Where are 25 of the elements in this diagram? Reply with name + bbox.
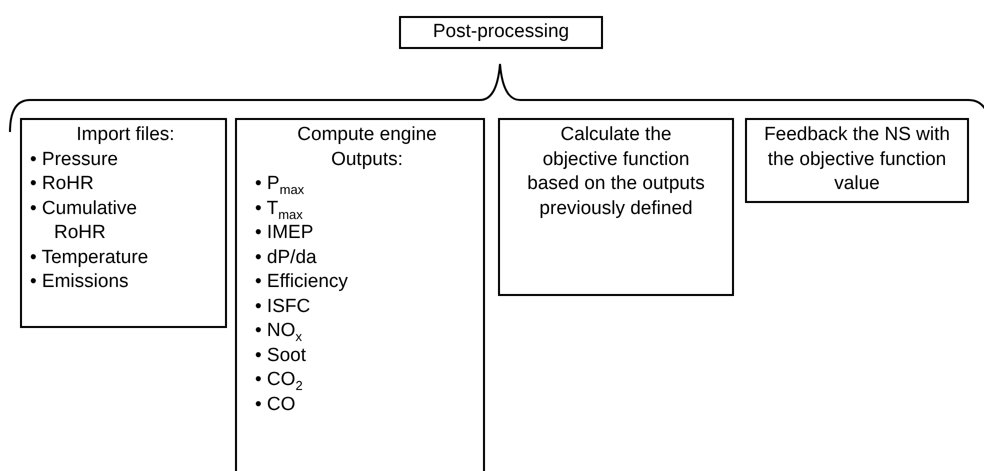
list-item: • T$_{max}$ <box>255 196 304 221</box>
list-item: • RoHR <box>30 172 95 196</box>
box-heading: Compute engine Outputs: <box>296 123 438 172</box>
list-item: • Pressure <box>30 148 119 172</box>
list-item: • ISFC <box>255 294 312 318</box>
list-item: • P$_{max}$ <box>255 172 306 196</box>
box-heading: Import files: <box>75 123 176 147</box>
list-item: • Cumulative RoHR <box>30 196 138 245</box>
list-item: • CO <box>255 392 296 416</box>
list-item: • Soot <box>255 344 308 368</box>
list-item: • NO$_{x}$ <box>255 319 303 344</box>
list-item: • Emissions <box>30 270 130 294</box>
list-item: • Efficiency <box>255 270 349 294</box>
title-box <box>399 16 603 49</box>
list-item: • Temperature <box>30 246 150 270</box>
list-item: • CO$_{2}$ <box>255 368 304 392</box>
box-text: Calculate the objective function based on the outputs previously defined <box>526 123 706 220</box>
list-item: • dP/da <box>255 246 318 270</box>
process-box <box>498 118 734 296</box>
box-text: Post-processing <box>432 20 570 44</box>
process-box <box>20 118 227 328</box>
list-item: • IMEP <box>255 221 314 245</box>
process-box <box>745 118 969 203</box>
box-text: Feedback the NS with the objective function value <box>763 123 951 196</box>
process-box <box>235 118 485 471</box>
